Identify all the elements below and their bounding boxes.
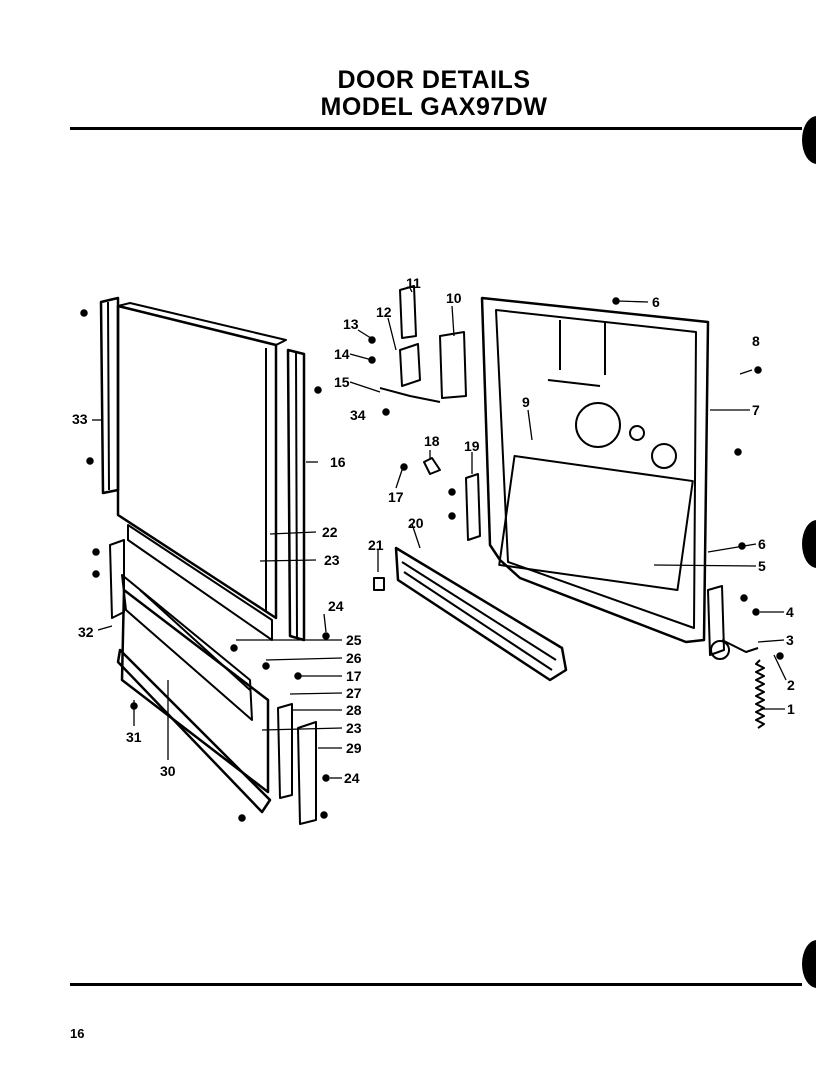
part-label-8: 8 xyxy=(752,333,760,349)
part-label-7: 7 xyxy=(752,402,760,418)
part-label-12: 12 xyxy=(376,304,392,320)
small-brackets xyxy=(373,457,481,591)
part-label-18: 18 xyxy=(424,433,440,449)
part-label-9: 9 xyxy=(522,394,530,410)
part-label-24: 24 xyxy=(328,598,344,614)
part-label-2: 2 xyxy=(787,677,795,693)
hinge-arm xyxy=(707,585,759,660)
bottom-divider xyxy=(70,983,802,986)
outer-door-panel xyxy=(116,302,287,620)
part-label-34: 34 xyxy=(350,407,366,423)
part-label-10: 10 xyxy=(446,290,462,306)
part-label-19: 19 xyxy=(464,438,480,454)
part-label-6: 6 xyxy=(652,294,660,310)
part-label-17b: 17 xyxy=(346,668,362,684)
screws xyxy=(80,297,784,822)
part-label-32: 32 xyxy=(78,624,94,640)
part-label-3: 3 xyxy=(786,632,794,648)
page-title: DOOR DETAILS xyxy=(337,66,531,94)
part-label-4: 4 xyxy=(786,604,794,620)
part-label-33: 33 xyxy=(72,411,88,427)
right-side-trim xyxy=(286,348,306,642)
model-subtitle: MODEL GAX97DW xyxy=(320,93,548,121)
part-label-28: 28 xyxy=(346,702,362,718)
part-label-20: 20 xyxy=(408,515,424,531)
part-label-14: 14 xyxy=(334,346,350,362)
part-label-16: 16 xyxy=(330,454,346,470)
part-label-15: 15 xyxy=(334,374,350,390)
control-panel-strip xyxy=(394,546,568,682)
part-label-25: 25 xyxy=(346,632,362,648)
left-side-trim xyxy=(99,296,120,495)
part-label-23: 23 xyxy=(324,552,340,568)
binder-hole xyxy=(802,116,816,164)
part-label-30: 30 xyxy=(160,763,176,779)
top-divider xyxy=(70,127,802,130)
part-label-17: 17 xyxy=(388,489,404,505)
part-label-26: 26 xyxy=(346,650,362,666)
part-label-29: 29 xyxy=(346,740,362,756)
part-label-21: 21 xyxy=(368,537,384,553)
part-label-6b: 6 xyxy=(758,536,766,552)
side-bracket xyxy=(109,539,125,619)
part-label-1: 1 xyxy=(787,701,795,717)
right-lower-trim xyxy=(277,703,317,825)
part-label-5: 5 xyxy=(758,558,766,574)
part-label-27: 27 xyxy=(346,685,362,701)
kick-plate xyxy=(116,648,272,814)
part-labels: 1 2 3 4 5 6 6 7 8 9 10 11 12 13 14 15 16… xyxy=(72,275,795,786)
door-latch-assembly xyxy=(379,285,467,403)
part-label-22: 22 xyxy=(322,524,338,540)
leader-lines xyxy=(92,287,787,779)
part-label-24b: 24 xyxy=(344,770,360,786)
part-label-23b: 23 xyxy=(346,720,362,736)
part-label-11: 11 xyxy=(406,275,421,291)
inner-door-liner xyxy=(480,296,710,644)
binder-hole xyxy=(802,940,816,988)
door-spring xyxy=(755,659,765,729)
part-label-31: 31 xyxy=(126,729,142,745)
binder-hole xyxy=(802,520,816,568)
part-label-13: 13 xyxy=(343,316,359,332)
page-number: 16 xyxy=(70,1026,85,1041)
